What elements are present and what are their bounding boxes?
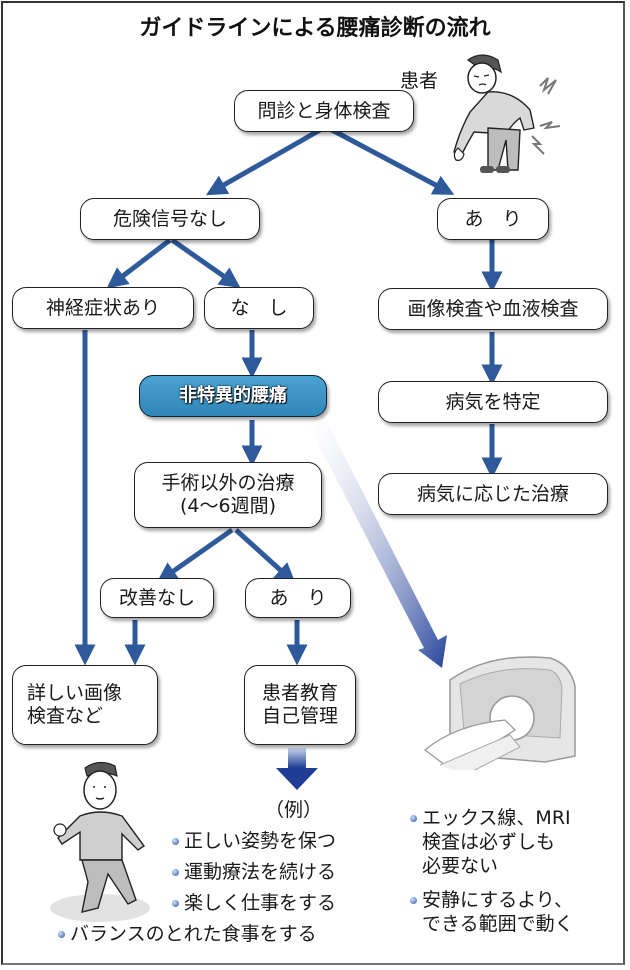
example-item: 楽しく仕事をする (172, 888, 336, 919)
node-neuro-yes: 神経症状あり (12, 287, 194, 329)
arrow-nonsurgical-to-improve (234, 528, 296, 585)
arrow-nodanger-to-none (170, 237, 241, 289)
example-item: 運動療法を続ける (172, 857, 336, 888)
note-item: エックス線、MRI 検査は必ずしも 必要ない (410, 806, 571, 878)
bullet-icon (58, 931, 65, 938)
node-no-improvement: 改善なし (100, 578, 214, 618)
node-no-danger: 危険信号なし (80, 198, 260, 240)
example-item: バランスのとれた食事をする (58, 919, 317, 950)
node-neuro-no: な し (204, 287, 314, 329)
node-improvement-yes: あ り (245, 578, 351, 618)
arrow-exam-to-danger (330, 127, 455, 195)
bullet-icon (172, 900, 179, 907)
note-item: 安静にするより、 できる範囲で動く (410, 888, 574, 936)
node-danger-yes: あ り (437, 198, 549, 240)
arrow-nonsurgical-to-noimprove (156, 527, 234, 584)
arrow-nonspecific-to-scanner (310, 420, 447, 668)
examples-heading-text: （例） (265, 799, 323, 821)
arrow-exam-to-nodanger (205, 127, 322, 196)
walking-man-icon (50, 761, 150, 922)
patient-back-pain-icon (453, 54, 561, 173)
node-imaging-blood-tests: 画像検査や血液検査 (378, 288, 608, 330)
bullet-icon (410, 815, 417, 822)
arrow-nodanger-to-neuro (106, 238, 172, 289)
mri-scanner-icon (423, 656, 576, 770)
node-patient-education: 患者教育 自己管理 (244, 665, 356, 745)
examples-heading: （例） (265, 795, 322, 826)
node-exam: 問診と身体検査 (234, 90, 414, 132)
bullet-icon (172, 869, 179, 876)
example-item: 正しい姿勢を保つ (172, 826, 336, 857)
node-nonspecific-back-pain: 非特異的腰痛 (139, 375, 327, 417)
node-identify-disease: 病気を特定 (378, 381, 608, 423)
bullet-icon (410, 897, 417, 904)
node-disease-treatment: 病気に応じた治療 (378, 473, 608, 515)
patient-label: 患者 (400, 70, 439, 92)
arrow-education-to-examples (276, 748, 318, 790)
diagram-title: ガイドラインによる腰痛診断の流れ (139, 16, 491, 41)
bullet-icon (172, 838, 179, 845)
node-detailed-imaging: 詳しい画像 検査など (12, 665, 158, 745)
node-nonsurgical-treatment: 手術以外の治療 (4〜6週間) (134, 462, 322, 528)
